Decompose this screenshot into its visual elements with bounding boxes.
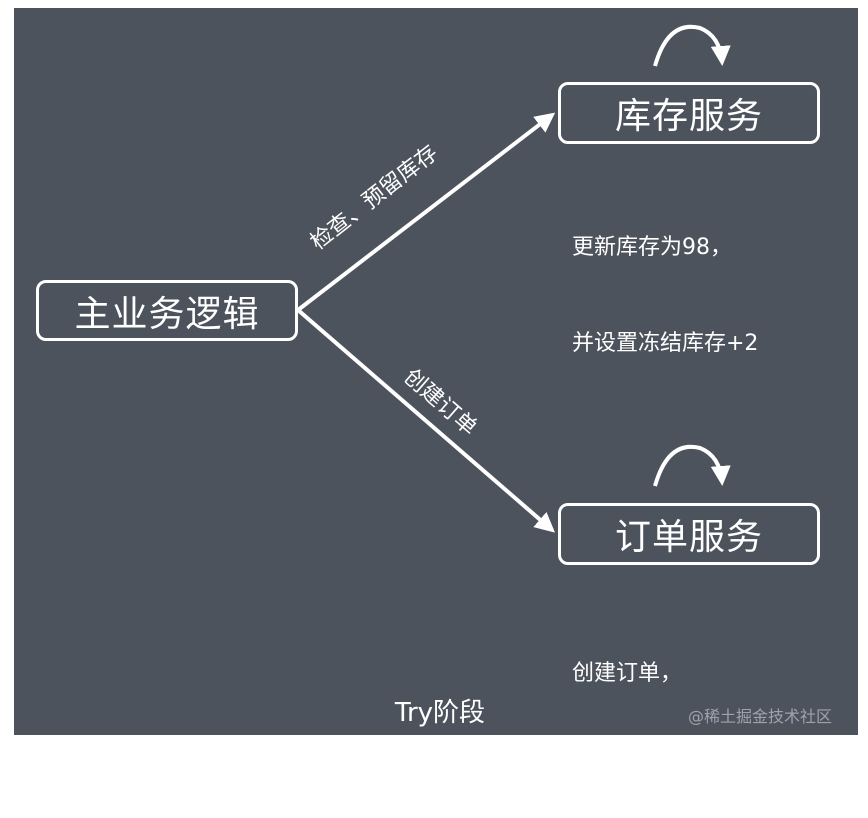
inventory-note: 更新库存为98， 并设置冻结库存+2 [572, 168, 758, 392]
main-logic-label: 主业务逻辑 [74, 293, 260, 335]
inventory-service-node: 库存服务 [558, 82, 820, 144]
order-note-line-1: 创建订单， [572, 661, 683, 686]
self-loop-inventory [653, 24, 731, 67]
inventory-note-line-1: 更新库存为98， [572, 235, 732, 260]
inventory-note-line-2: 并设置冻结库存+2 [572, 331, 759, 356]
arrow-main-to-order [296, 308, 556, 533]
connector-layer [296, 24, 731, 533]
self-loop-order [653, 444, 731, 487]
order-service-label: 订单服务 [614, 517, 763, 558]
diagram-panel [14, 8, 858, 735]
order-note-line-2: 订单状态为“待确认” [572, 757, 771, 782]
watermark-text: @稀土掘金技术社区 [688, 707, 833, 726]
main-logic-node: 主业务逻辑 [36, 280, 298, 341]
arrow-main-to-inventory [296, 112, 556, 312]
phase-caption: Try阶段 [394, 698, 486, 728]
inventory-service-label: 库存服务 [614, 96, 763, 137]
order-service-node: 订单服务 [558, 503, 820, 565]
